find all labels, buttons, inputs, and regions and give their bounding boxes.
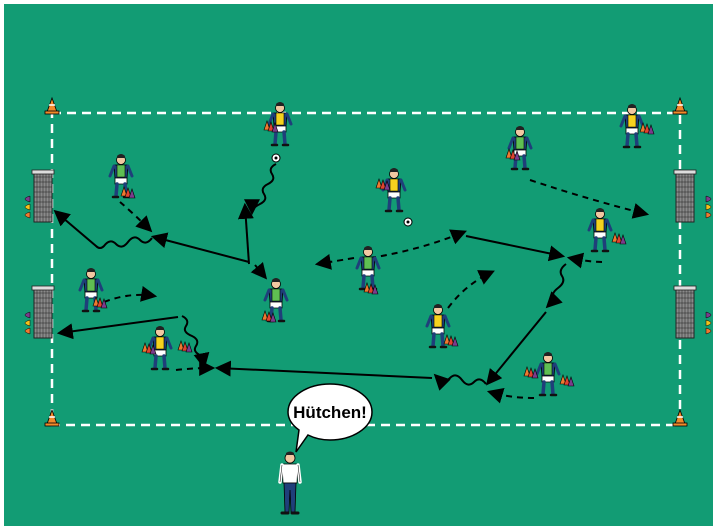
coach-icon [278, 451, 302, 515]
goal-icon [673, 169, 697, 223]
cone-stack-icon [24, 311, 31, 335]
speech-bubble: Hütchen! [287, 383, 373, 453]
run-arrows [103, 179, 650, 404]
ball-icon [271, 153, 281, 163]
cone-stack-icon [705, 311, 712, 335]
goal-icon [31, 169, 55, 223]
goal-icon [673, 285, 697, 339]
coach-speech-text: Hütchen! [293, 403, 367, 422]
dribble-arrows [53, 163, 567, 391]
goal-icon [31, 285, 55, 339]
ball-icon [403, 217, 413, 227]
cone-stack-icon [705, 195, 712, 219]
cone-stack-icon [24, 195, 31, 219]
pass-arrows [56, 202, 566, 386]
